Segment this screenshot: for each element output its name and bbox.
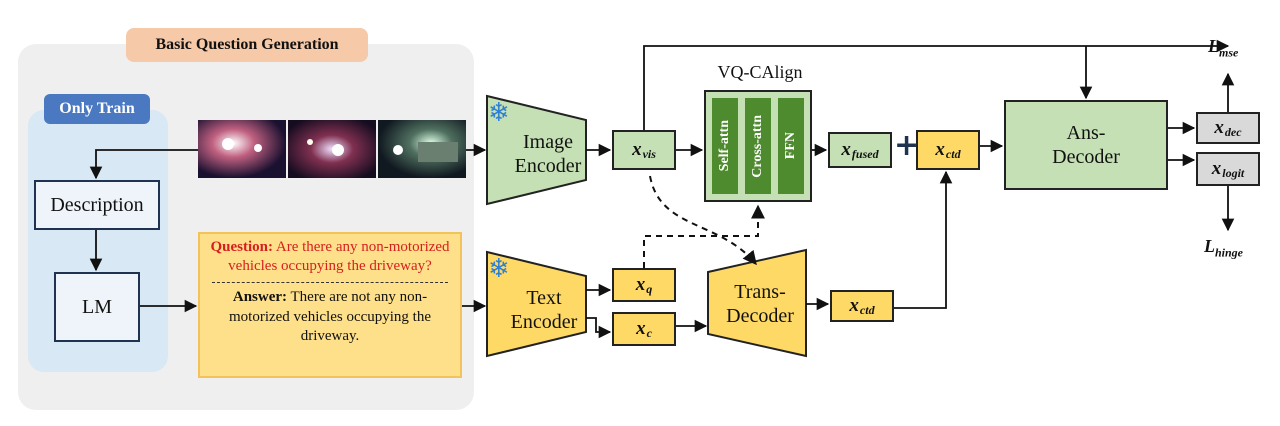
video-frames [198, 120, 466, 178]
x-vis-sub: vis [642, 146, 656, 161]
x-symbol: x [849, 295, 859, 316]
x-fused-sub: fused [851, 146, 879, 161]
x-q-sub: q [646, 281, 653, 296]
x-symbol: x [841, 139, 851, 160]
trans-decoder-line1: Trans- [734, 281, 786, 303]
answer-body: There are not any non-motorized vehicles… [228, 289, 432, 344]
text-encoder-label: Text Encoder [500, 286, 588, 334]
question-text: Question: Are there any non-motorized ve… [206, 238, 454, 276]
loss-hinge-sub: hinge [1215, 245, 1244, 260]
only-train-tag: Only Train [44, 94, 150, 124]
ans-decoder-line1: Ans- [1066, 122, 1106, 144]
question-body: Are there any non-motorized vehicles occ… [228, 239, 450, 275]
image-encoder-line1: Image [523, 131, 573, 153]
vq-calign-title: VQ-CAlign [717, 62, 803, 82]
loss-hinge: Lhinge [1204, 236, 1243, 261]
trans-decoder-shape [707, 248, 807, 358]
x-logit-sub: logit [1222, 165, 1245, 180]
x-ctd-sub: ctd [859, 302, 875, 317]
snowflake-icon: ❄ [488, 98, 510, 128]
question-label: Question: [210, 239, 273, 255]
self-attn-layer: Self-attn [712, 98, 738, 194]
x-c-sub: c [646, 325, 652, 340]
ans-decoder-block: Ans- Decoder [1004, 100, 1168, 190]
loss-mse-sub: mse [1219, 45, 1239, 60]
answer-text: Answer: There are not any non-motorized … [206, 288, 454, 346]
x-symbol: x [636, 318, 646, 339]
x-symbol: x [1214, 117, 1224, 138]
x-symbol: x [635, 274, 646, 295]
ffn-layer: FFN [778, 98, 804, 194]
x-symbol: x [632, 139, 642, 160]
cross-attn-layer: Cross-attn [745, 98, 771, 194]
trans-decoder-label: Trans- Decoder [712, 280, 808, 328]
x-dec-sub: dec [1224, 124, 1242, 139]
panel-title: Basic Question Generation [126, 28, 368, 62]
image-encoder-shape [486, 94, 587, 206]
self-attn-label: Self-attn [717, 120, 732, 172]
answer-label: Answer: [232, 289, 288, 306]
x-ctd-sub: ctd [945, 146, 961, 161]
description-box: Description [34, 180, 160, 230]
ans-decoder-line2: Decoder [1052, 146, 1120, 168]
x-symbol: x [1211, 158, 1222, 179]
image-encoder-label: Image Encoder [504, 130, 592, 178]
qa-divider [212, 282, 448, 284]
cross-attn-label: Cross-attn [750, 114, 765, 178]
lm-box: LM [54, 272, 140, 342]
image-encoder-line2: Encoder [514, 155, 582, 177]
text-encoder-line2: Encoder [510, 311, 578, 333]
ffn-label: FFN [783, 132, 798, 160]
trans-decoder-line2: Decoder [726, 305, 794, 327]
text-encoder-shape [486, 250, 587, 358]
qa-box: Question: Are there any non-motorized ve… [198, 232, 462, 378]
x-symbol: x [935, 139, 945, 160]
loss-symbol: L [1204, 236, 1215, 256]
loss-symbol: L [1208, 36, 1219, 56]
snowflake-icon: ❄ [488, 254, 510, 284]
loss-mse: Lmse [1208, 36, 1238, 61]
plus-sign: + [894, 128, 920, 163]
video-frames-image [198, 120, 466, 178]
text-encoder-line1: Text [526, 287, 562, 309]
